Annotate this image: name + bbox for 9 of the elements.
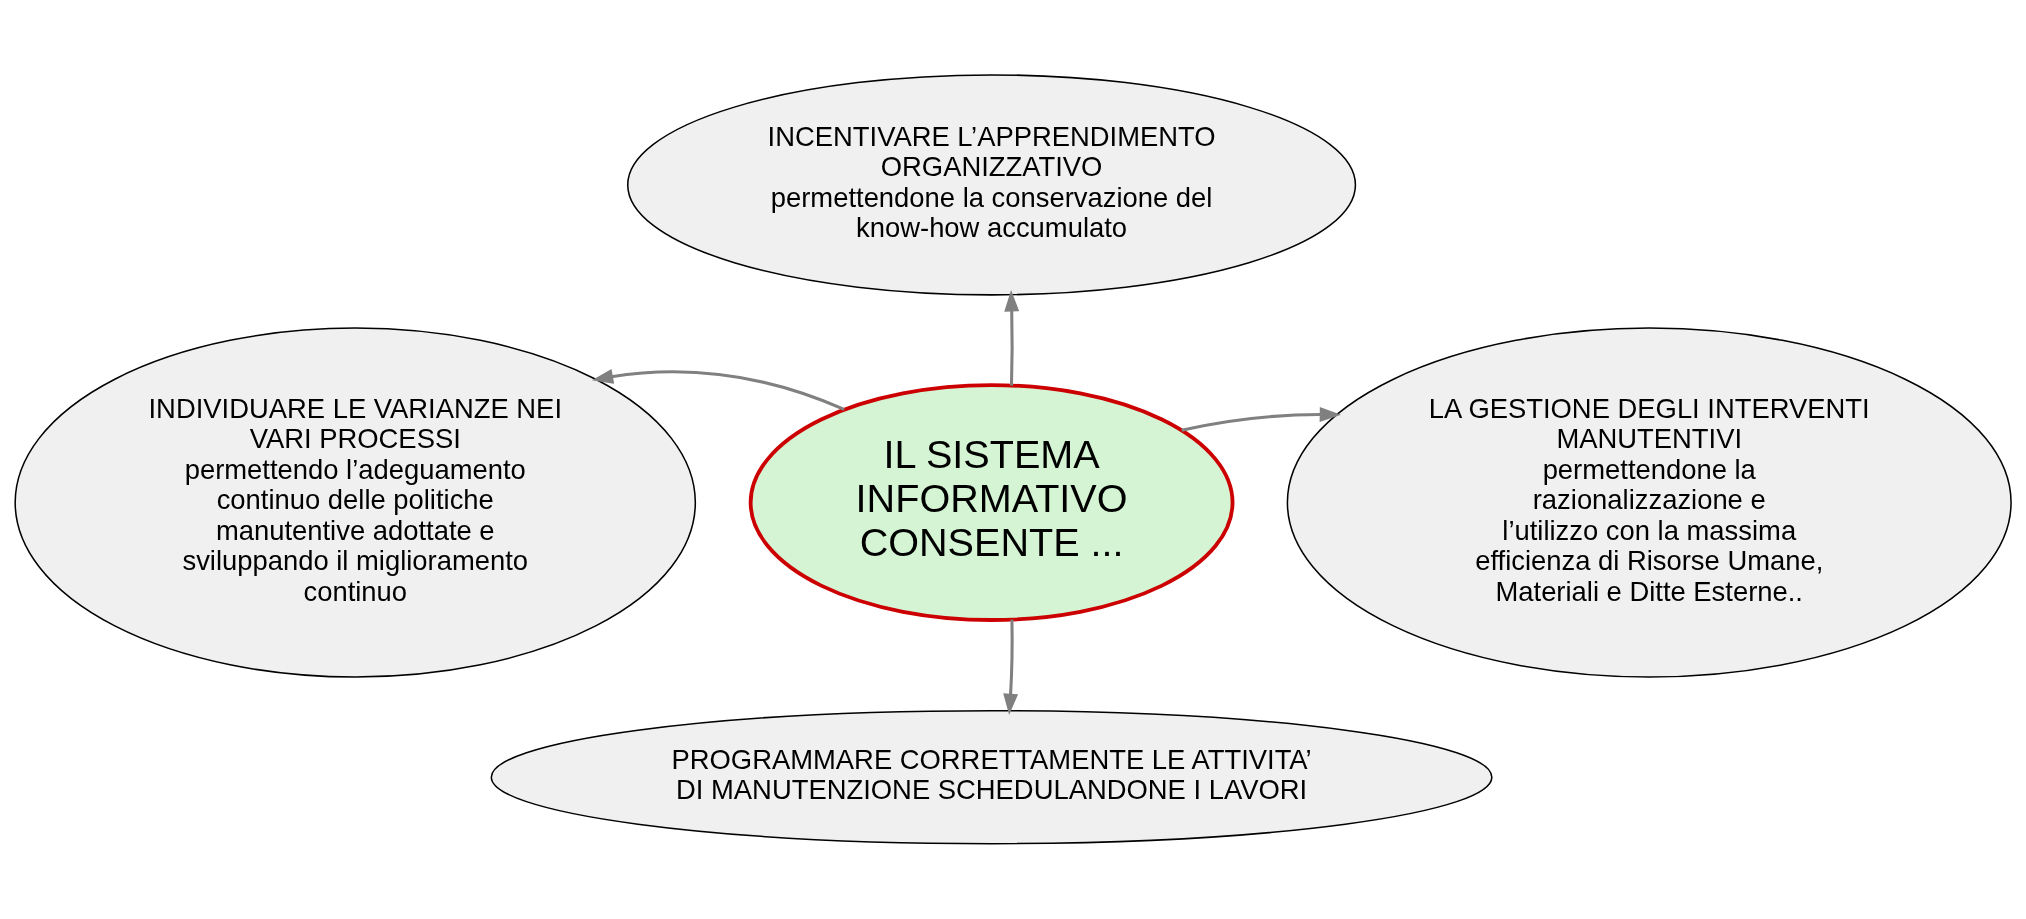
node-ellipse: IL SISTEMA INFORMATIVO CONSENTE ... [748, 383, 1235, 622]
arrow [591, 369, 845, 411]
node-ellipse: PROGRAMMARE CORRETTAMENTE LE ATTIVITA’ DI MANUTENZIONE SCHEDULANDONE I LAVORI [490, 709, 1493, 845]
arrow [1181, 407, 1342, 432]
node-ellipse: INCENTIVARE L’APPRENDIMENTO ORGANIZZATIVO permettendone la conservazione del know-how accumulato [627, 74, 1357, 296]
node-ellipse: LA GESTIONE DEGLI INTERVENTI MANUTENTIVI permettendone la razionalizzazione e l’utilizzo con la massima efficienza di Risorse Umane, Materiali e Ditte Esterne.. [1286, 327, 2012, 678]
arrow [1004, 290, 1020, 386]
arrow [1003, 619, 1019, 715]
node-ellipse: INDIVIDUARE LE VARIANZE NEI VARI PROCESSI permettendo l’adeguamento continuo delle politiche manutentive adottate e sviluppando il miglioramento continuo [14, 327, 697, 678]
